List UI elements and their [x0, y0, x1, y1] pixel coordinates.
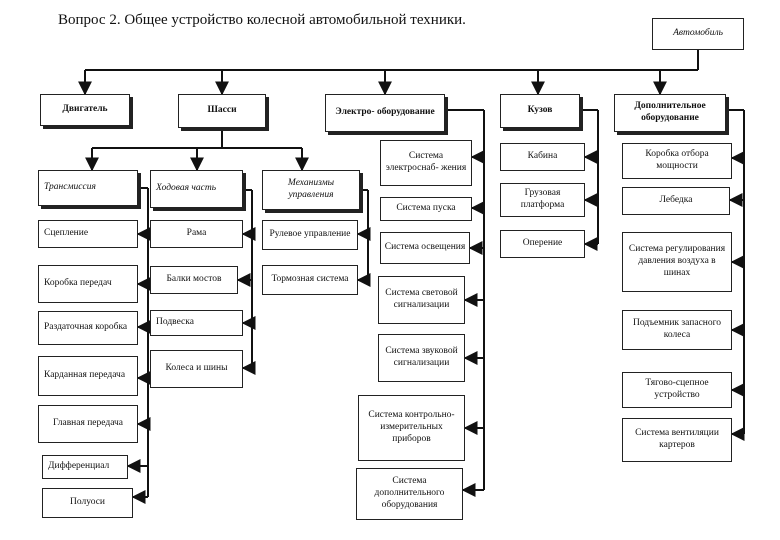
running-gear-item-frame: Рама: [150, 220, 243, 248]
node-body: Кузов: [500, 94, 580, 128]
root-node-automobile: Автомобиль: [652, 18, 744, 50]
transmission-item-driveshaft: Карданная передача: [38, 356, 138, 396]
control-item-brakes: Тормозная система: [262, 265, 358, 295]
node-chassis: Шасси: [178, 94, 266, 128]
electrical-item-additional-equipment: Система дополнительного оборудования: [356, 468, 463, 520]
body-item-cargo-platform: Грузовая платформа: [500, 183, 585, 217]
body-item-fenders: Оперение: [500, 230, 585, 258]
additional-item-power-take-off: Коробка отбора мощности: [622, 143, 732, 179]
transmission-item-final-drive: Главная передача: [38, 405, 138, 443]
electrical-item-power-supply: Система электроснаб- жения: [380, 140, 472, 186]
electrical-item-instruments: Система контрольно- измерительных прибор…: [358, 395, 465, 461]
additional-item-winch: Лебедка: [622, 187, 730, 215]
control-item-steering: Рулевое управление: [262, 220, 358, 250]
node-additional-equipment: Дополнительное оборудование: [614, 94, 726, 132]
additional-item-spare-wheel-lift: Подъемник запасного колеса: [622, 310, 732, 350]
node-control-mechanisms: Механизмы управления: [262, 170, 360, 210]
node-running-gear: Ходовая часть: [150, 170, 243, 208]
page-title: Вопрос 2. Общее устройство колесной авто…: [58, 12, 466, 28]
transmission-item-transfer-case: Раздаточная коробка: [38, 311, 138, 345]
electrical-item-sound-signaling: Система звуковой сигнализации: [378, 334, 465, 382]
node-engine: Двигатель: [40, 94, 130, 126]
running-gear-item-wheels-tires: Колеса и шины: [150, 350, 243, 388]
body-item-cab: Кабина: [500, 143, 585, 171]
additional-item-crankcase-ventilation: Система вентиляции картеров: [622, 418, 732, 462]
node-electrical: Электро- оборудование: [325, 94, 445, 132]
running-gear-item-axle-beams: Балки мостов: [150, 266, 238, 294]
electrical-item-starting: Система пуска: [380, 197, 472, 221]
running-gear-item-suspension: Подвеска: [150, 310, 243, 336]
transmission-item-differential: Дифференциал: [42, 455, 128, 479]
transmission-item-clutch: Сцепление: [38, 220, 138, 248]
additional-item-towing-hitch: Тягово-сцепное устройство: [622, 372, 732, 408]
transmission-item-gearbox: Коробка передач: [38, 265, 138, 303]
node-transmission: Трансмиссия: [38, 170, 138, 206]
transmission-item-half-shafts: Полуоси: [42, 488, 133, 518]
additional-item-tire-pressure-system: Система регулирования давления воздуха в…: [622, 232, 732, 292]
electrical-item-lighting: Система освещения: [380, 232, 470, 264]
electrical-item-light-signaling: Система световой сигнализации: [378, 276, 465, 324]
